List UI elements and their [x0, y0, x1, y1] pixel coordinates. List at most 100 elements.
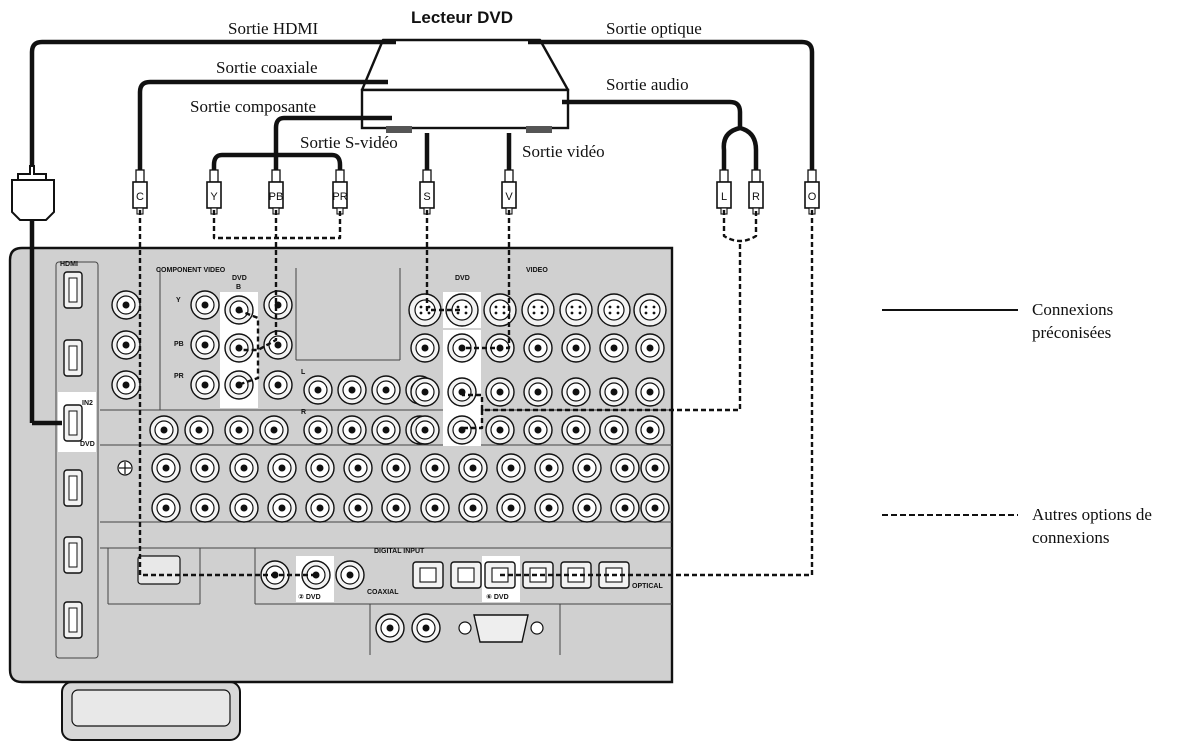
rca-jack	[151, 453, 181, 483]
rca-jack	[496, 453, 526, 483]
svideo-dashed	[425, 210, 462, 312]
rca-jack	[337, 375, 367, 405]
rca-jack	[458, 493, 488, 523]
legend-dashed-text-1: Autres options de	[1032, 505, 1152, 524]
rca-jack	[263, 290, 293, 320]
rca-jack	[381, 453, 411, 483]
rca-jack	[458, 453, 488, 483]
rca-jack	[523, 333, 553, 363]
plug-svideo: S	[419, 169, 435, 215]
plug-svideo-label: S	[423, 191, 430, 203]
hdmi-port	[63, 469, 83, 507]
rca-jack	[599, 333, 629, 363]
dvd-player-title: Lecteur DVD	[411, 8, 513, 27]
optical-jack	[412, 561, 444, 589]
alternative-cables	[138, 210, 814, 577]
rca-jack	[561, 333, 591, 363]
rca-jack	[305, 493, 335, 523]
svideo-jack	[521, 293, 555, 327]
label-svideo-output: Sortie S-vidéo	[300, 133, 398, 152]
panel-hdmi-label: HDMI	[60, 261, 78, 268]
rca-jack	[263, 330, 293, 360]
component-dashed	[237, 210, 278, 387]
plug-optical-label: O	[808, 191, 817, 203]
coaxial-cable	[137, 79, 388, 172]
panel-opt-dvd-label: ⑥ DVD	[486, 594, 509, 601]
panel-coax-dvd-label: ② DVD	[298, 594, 321, 601]
optical-jack	[450, 561, 482, 589]
hdmi-cable	[29, 39, 396, 168]
rca-jack	[263, 370, 293, 400]
svideo-jack	[483, 293, 517, 327]
rca-jack	[305, 453, 335, 483]
rca-jack	[635, 377, 665, 407]
component-cable	[211, 115, 392, 174]
rca-jack	[303, 375, 333, 405]
rca-jack	[410, 333, 440, 363]
video-dashed	[462, 210, 511, 350]
svideo-jacks	[408, 293, 667, 327]
rca-jack	[111, 290, 141, 320]
label-audio-output: Sortie audio	[606, 75, 689, 94]
recommended-cables	[29, 39, 815, 174]
rca-jack	[534, 493, 564, 523]
panel-digital-input-label: DIGITAL INPUT	[374, 548, 425, 555]
coaxial-dashed	[138, 210, 316, 577]
rca-jack	[610, 453, 640, 483]
rca-jack	[523, 415, 553, 445]
rca-jack	[371, 415, 401, 445]
rca-jack	[190, 330, 220, 360]
rca-jack	[561, 377, 591, 407]
rca-jack	[447, 415, 477, 445]
plug-pb: PB	[268, 169, 284, 215]
rca-jack	[635, 415, 665, 445]
legend: Connexions préconisées Autres options de…	[882, 300, 1152, 547]
plug-pr: PR	[332, 169, 348, 215]
optical-cable	[528, 39, 815, 172]
hdmi-port	[63, 404, 83, 442]
panel-comp-dvd-label: DVD	[232, 275, 247, 282]
rca-jack	[184, 415, 214, 445]
rca-jack	[640, 453, 670, 483]
hdmi-port	[63, 271, 83, 309]
rca-jack	[190, 370, 220, 400]
rca-jack	[224, 370, 254, 400]
rca-jack	[149, 415, 179, 445]
plug-video: V	[501, 169, 517, 215]
optical-jack	[522, 561, 554, 589]
plug-y: Y	[206, 169, 222, 215]
hdmi-port	[63, 601, 83, 639]
panel-audio-r-label: R	[301, 409, 306, 416]
receiver-rear-panel: HDMI IN2 DVD COMPONENT VIDEO DVD B Y PB …	[8, 246, 674, 684]
plug-pb-label: PB	[269, 191, 284, 203]
plug-coaxial: C	[132, 169, 148, 215]
legend-dashed-text-2: connexions	[1032, 528, 1109, 547]
ground-terminal-icon	[117, 460, 133, 476]
panel-audio-l-label: L	[301, 369, 306, 376]
plug-pr-label: PR	[332, 191, 347, 203]
receiver-foot	[61, 681, 241, 741]
rca-jack	[190, 290, 220, 320]
rca-jack	[485, 415, 515, 445]
rca-jack	[267, 493, 297, 523]
rca-jack	[610, 493, 640, 523]
rca-jack	[224, 333, 254, 363]
rca-jack	[343, 453, 373, 483]
hdmi-port	[63, 339, 83, 377]
rca-jack	[410, 415, 440, 445]
rs232-port	[137, 555, 544, 643]
panel-pb-label: PB	[174, 341, 184, 348]
dvd-player: Lecteur DVD	[360, 8, 570, 133]
rca-jack	[572, 453, 602, 483]
rca-jack	[599, 377, 629, 407]
plug-coaxial-label: C	[136, 191, 144, 203]
label-hdmi-output: Sortie HDMI	[228, 19, 319, 38]
rca-jack	[635, 333, 665, 363]
audio-cable	[562, 99, 759, 172]
panel-comp-b-label: B	[236, 284, 241, 291]
rca-jack	[343, 493, 373, 523]
hdmi-ports	[63, 271, 83, 639]
rca-jack	[375, 613, 405, 643]
label-coaxial-output: Sortie coaxiale	[216, 58, 318, 77]
